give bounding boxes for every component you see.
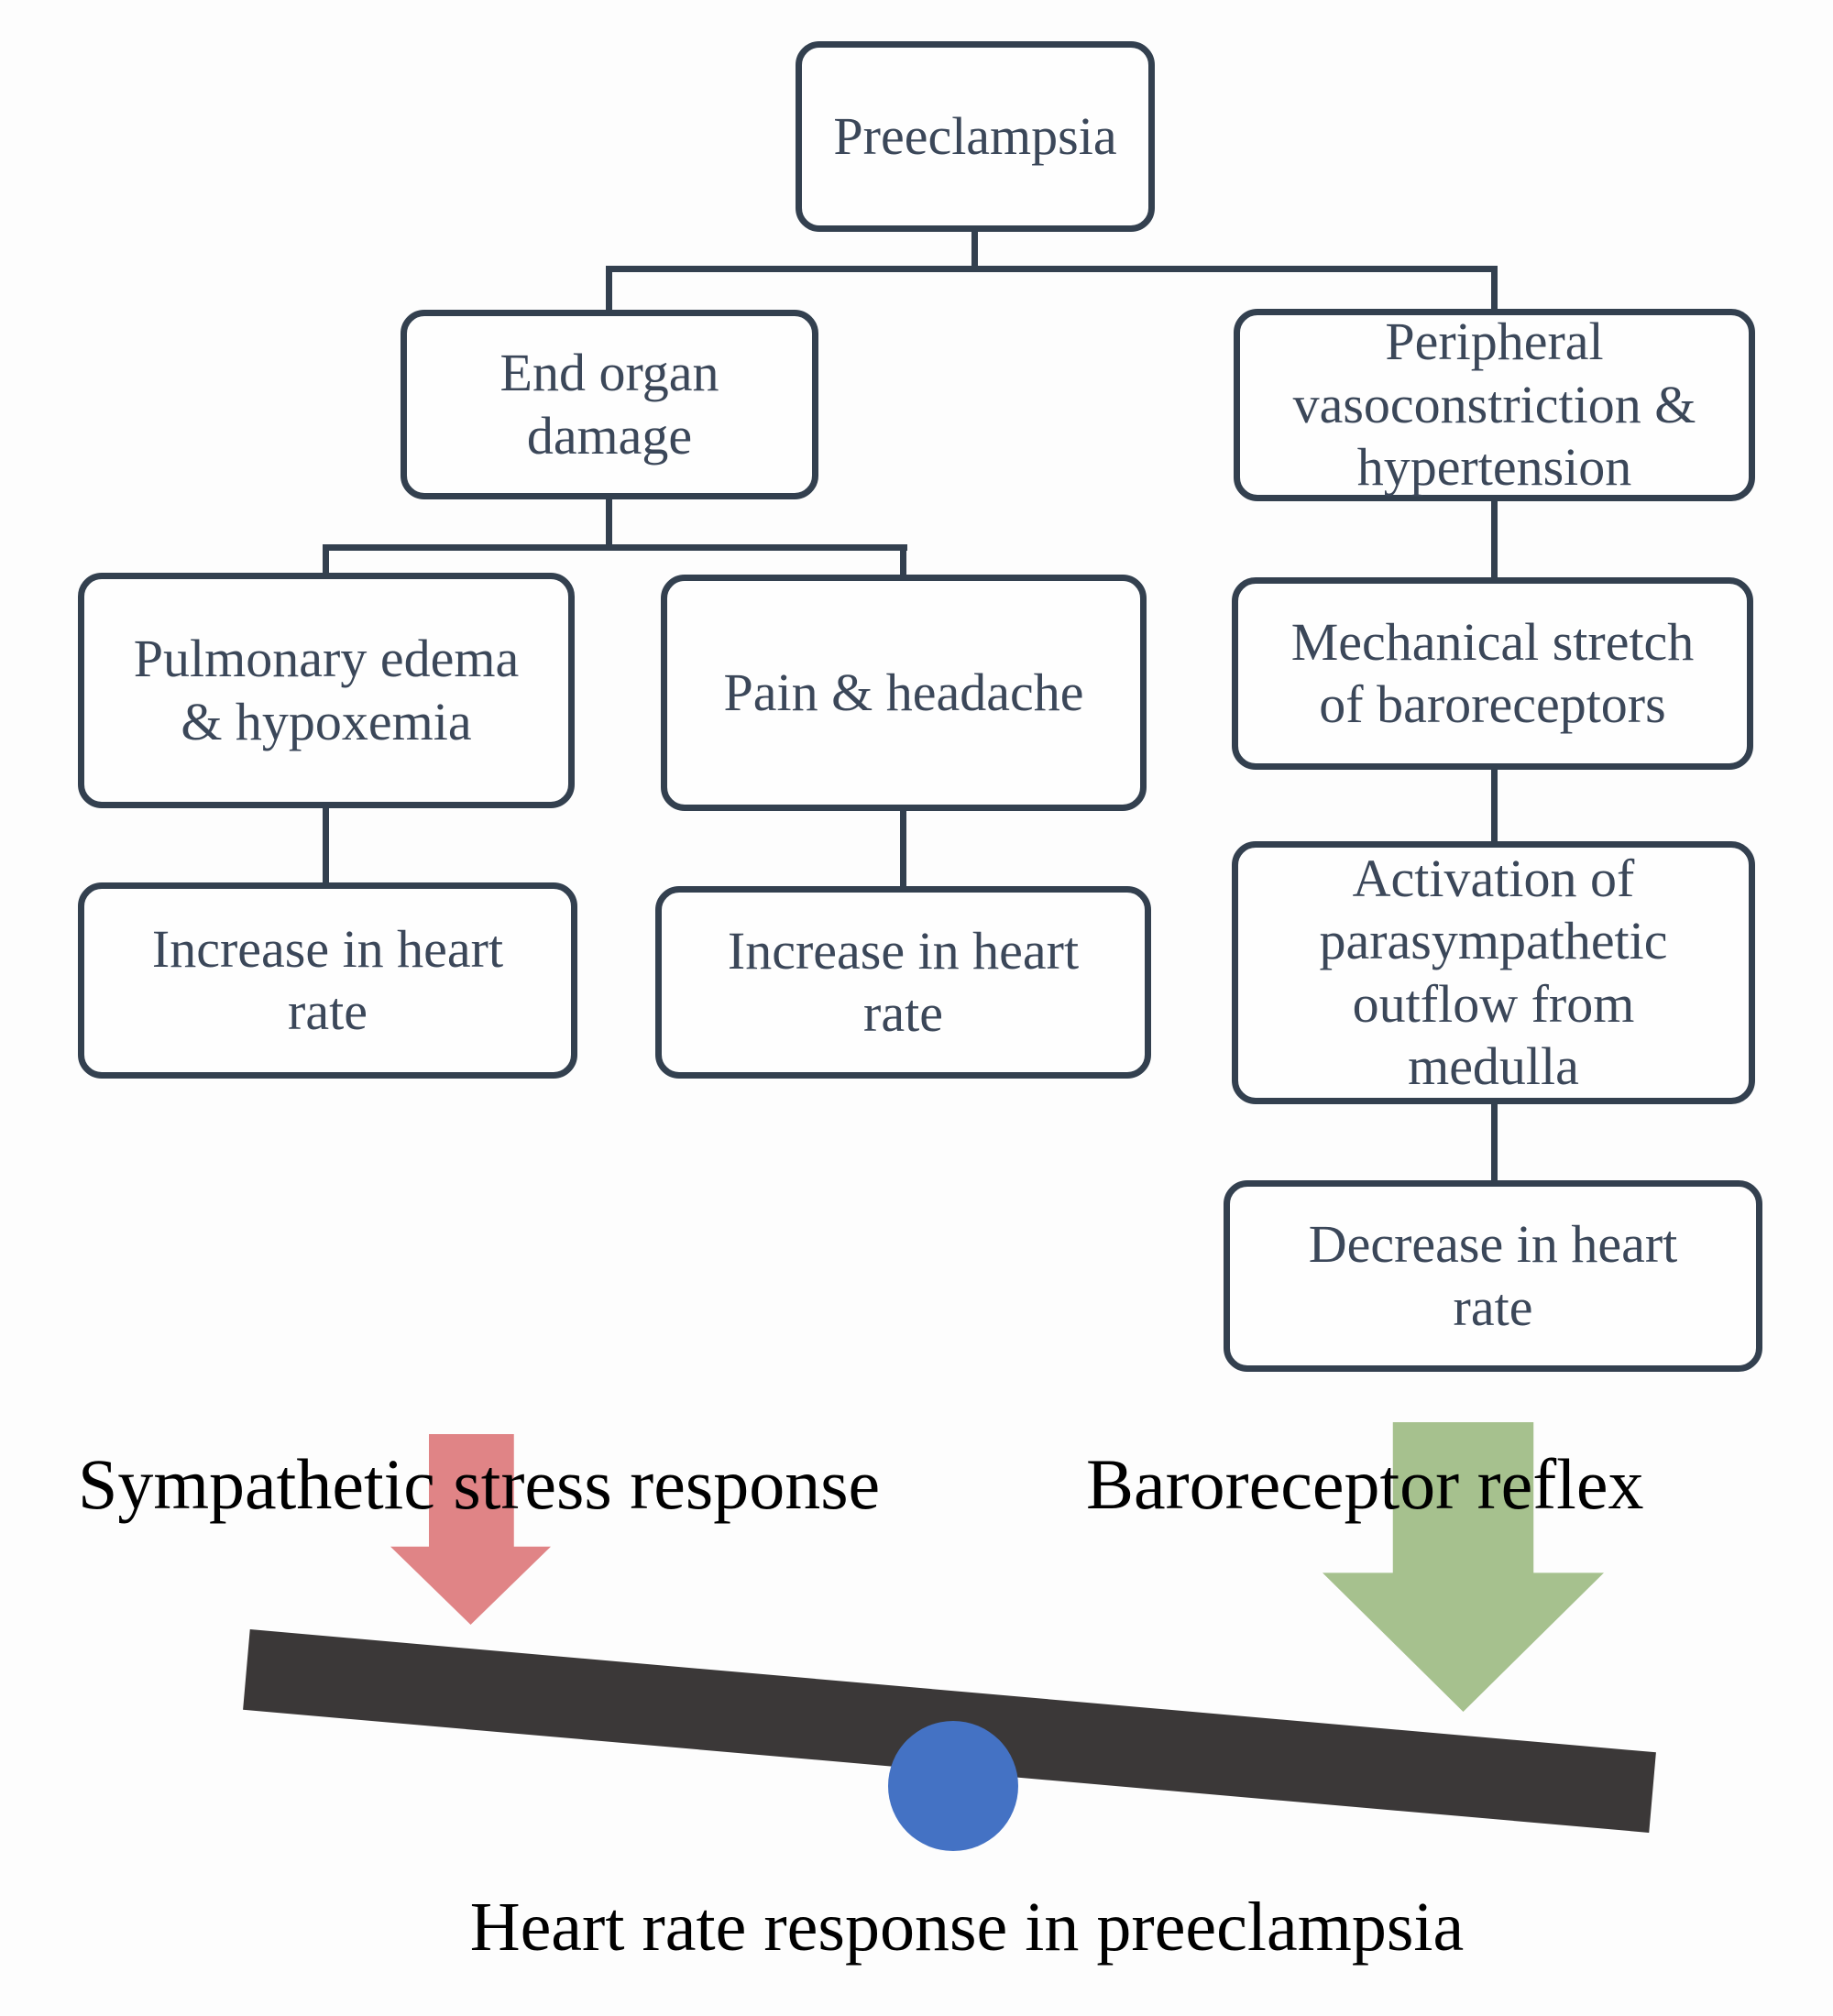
- connector-mid-splitter: [323, 544, 907, 551]
- figure-caption: Heart rate response in preeclampsia: [469, 1889, 1465, 1966]
- node-pain-headache: Pain & headache: [661, 575, 1147, 811]
- connector-to-pulmonary: [323, 544, 329, 579]
- connector-preeclampsia-down: [971, 229, 978, 272]
- node-activation-parasympathetic: Activation of parasympathetic outflow fr…: [1232, 841, 1755, 1104]
- connector-mechanical-to-activation: [1491, 766, 1498, 848]
- node-preeclampsia: Preeclampsia: [796, 41, 1155, 232]
- connector-end-organ-down: [606, 495, 612, 551]
- connector-to-pain: [900, 544, 906, 581]
- node-decrease-heart-rate: Decrease in heart rate: [1224, 1180, 1762, 1372]
- node-pulmonary-edema: Pulmonary edema & hypoxemia: [78, 573, 575, 808]
- node-increase-heart-rate-left: Increase in heart rate: [78, 882, 577, 1079]
- connector-to-peripheral: [1491, 266, 1498, 315]
- connector-to-end-organ: [606, 266, 612, 316]
- connector-top-splitter: [606, 266, 1498, 272]
- connector-pulmonary-to-increase: [323, 805, 329, 887]
- node-end-organ-damage: End organ damage: [401, 310, 818, 499]
- sympathetic-stress-response-label: Sympathetic stress response: [78, 1444, 881, 1524]
- fulcrum-circle: [888, 1721, 1018, 1851]
- connector-pain-to-increase: [900, 806, 906, 891]
- node-mechanical-stretch: Mechanical stretch of baroreceptors: [1232, 577, 1753, 770]
- baroreceptor-reflex-label: Baroreceptor reflex: [1086, 1444, 1644, 1524]
- node-increase-heart-rate-middle: Increase in heart rate: [655, 886, 1151, 1079]
- connector-activation-to-decrease: [1491, 1101, 1498, 1187]
- node-peripheral-vasoconstriction: Peripheral vasoconstriction & hypertensi…: [1234, 309, 1755, 501]
- connector-peripheral-to-mechanical: [1491, 498, 1498, 584]
